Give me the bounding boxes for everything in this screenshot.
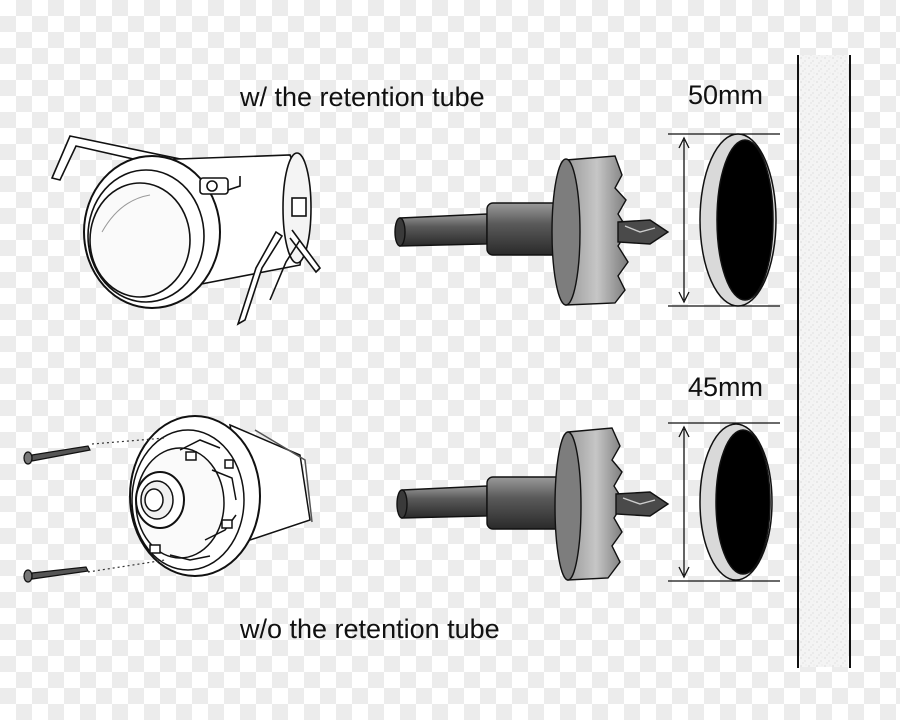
with-tube-label: w/ the retention tube <box>240 82 485 112</box>
dimension-line-bottom <box>668 422 780 582</box>
hole-saw-drill-bit-icon <box>394 155 670 306</box>
screw-icon <box>23 445 91 465</box>
downlight-without-tube-icon <box>129 415 313 577</box>
hole-saw-drill-bit-icon <box>396 427 670 581</box>
dimension-line-top <box>668 133 780 307</box>
wall-hole-top <box>699 133 777 307</box>
wall-hole-bottom <box>699 423 773 581</box>
screw-guide-lines <box>87 437 166 573</box>
downlight-with-retention-tube-icon <box>50 135 322 326</box>
dimension-label-top: 50mm <box>688 80 764 110</box>
without-tube-label: w/o the retention tube <box>240 614 500 644</box>
screw-icon <box>23 566 89 583</box>
wall-section-icon <box>797 55 851 668</box>
dimension-label-bottom: 45mm <box>688 372 764 402</box>
